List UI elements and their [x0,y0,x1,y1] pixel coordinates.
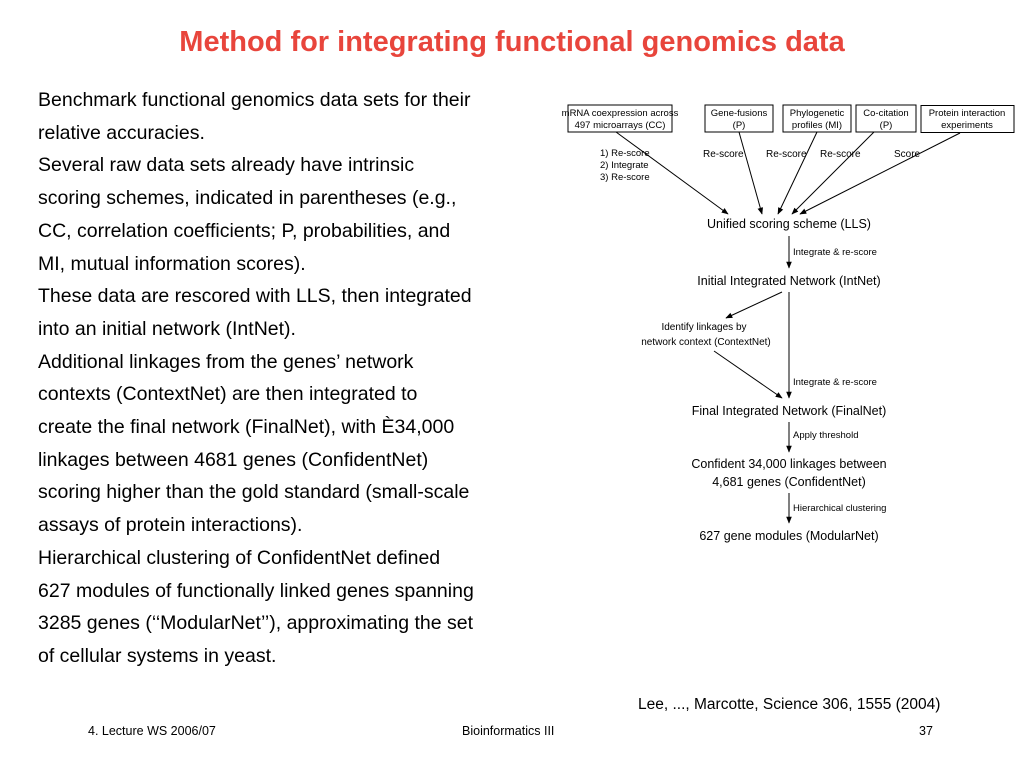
page-number: 37 [919,724,933,738]
source-box-co-citation: Co-citation (P) [855,104,917,133]
source-label: Gene-fusions [711,108,768,119]
step-label: Integrate & re-score [793,247,877,258]
source-arrows [615,131,875,215]
body-line: contexts (ContextNet) are then integrate… [38,383,418,406]
context-node: network context (ContextNet) [641,337,771,348]
edge-label: Re-score [766,149,807,160]
step-label: 2) Integrate [600,160,649,171]
source-label: mRNA coexpression across [562,108,679,119]
finalnet-node: Final Integrated Network (FinalNet) [692,404,887,418]
step-label: 3) Re-score [600,172,650,183]
body-line: into an initial network (IntNet). [38,317,296,340]
source-label: Phylogenetic [790,108,845,119]
edge-label: Re-score [703,149,744,160]
edge-label: Score [894,149,921,160]
body-line: create the final network (FinalNet), wit… [38,416,455,439]
body-line: CC, correlation coefficients; P, probabi… [38,219,451,242]
modularnet-node: 627 gene modules (ModularNet) [699,529,878,543]
source-label: profiles (MI) [792,120,842,131]
source-box-coexpression: mRNA coexpression across 497 microarrays… [562,104,679,133]
source-label: experiments [941,120,993,131]
edge-label: Re-score [820,149,861,160]
step-label: Integrate & re-score [793,377,877,388]
intnet-node: Initial Integrated Network (IntNet) [697,274,880,288]
citation: Lee, ..., Marcotte, Science 306, 1555 (2… [638,696,941,713]
body-line: Several raw data sets already have intri… [38,154,415,177]
body-line: Hierarchical clustering of ConfidentNet … [38,546,441,569]
body-line: MI, mutual information scores). [38,252,306,275]
source-label: Protein interaction [929,108,1006,119]
body-line: 627 modules of functionally linked genes… [38,579,474,602]
workflow-diagram: mRNA coexpression across 497 microarrays… [562,104,921,543]
body-line: scoring higher than the gold standard (s… [38,481,470,504]
confidentnet-node: Confident 34,000 linkages between [691,457,886,471]
footer-lecture: 4. Lecture WS 2006/07 [88,724,216,738]
body-line: relative accuracies. [38,121,205,144]
source-label: Co-citation [863,108,908,119]
slide-title: Method for integrating functional genomi… [179,26,845,58]
body-line: 3285 genes (‘‘ModularNet’’), approximati… [38,612,474,635]
body-line: linkages between 4681 genes (ConfidentNe… [38,448,429,471]
footer-course: Bioinformatics III [462,724,555,738]
step-label: Apply threshold [793,430,858,441]
source-box-gene-fusions: Gene-fusions (P) [704,104,774,133]
source-label: (P) [880,120,893,131]
body-line: Additional linkages from the genes’ netw… [38,350,414,373]
unified-scoring-node: Unified scoring scheme (LLS) [707,217,871,231]
step-label: 1) Re-score [600,148,650,159]
body-line: These data are rescored with LLS, then i… [38,285,472,308]
body-line: Benchmark functional genomics data sets … [38,89,471,111]
source-box-phylogenetic: Phylogenetic profiles (MI) [782,104,852,133]
context-node: Identify linkages by [661,322,746,333]
body-line: of cellular systems in yeast. [38,644,277,667]
body-line: scoring schemes, indicated in parenthese… [38,187,457,210]
source-label: 497 microarrays (CC) [575,120,666,131]
step-label: Hierarchical clustering [793,503,886,514]
source-box-protein-interaction-experiments: Protein interaction experiments [920,105,1015,133]
source-label: (P) [733,120,746,131]
confidentnet-node: 4,681 genes (ConfidentNet) [712,475,866,489]
body-line: assays of protein interactions). [38,514,303,537]
slide-body-text: Benchmark functional genomics data sets … [38,84,558,673]
